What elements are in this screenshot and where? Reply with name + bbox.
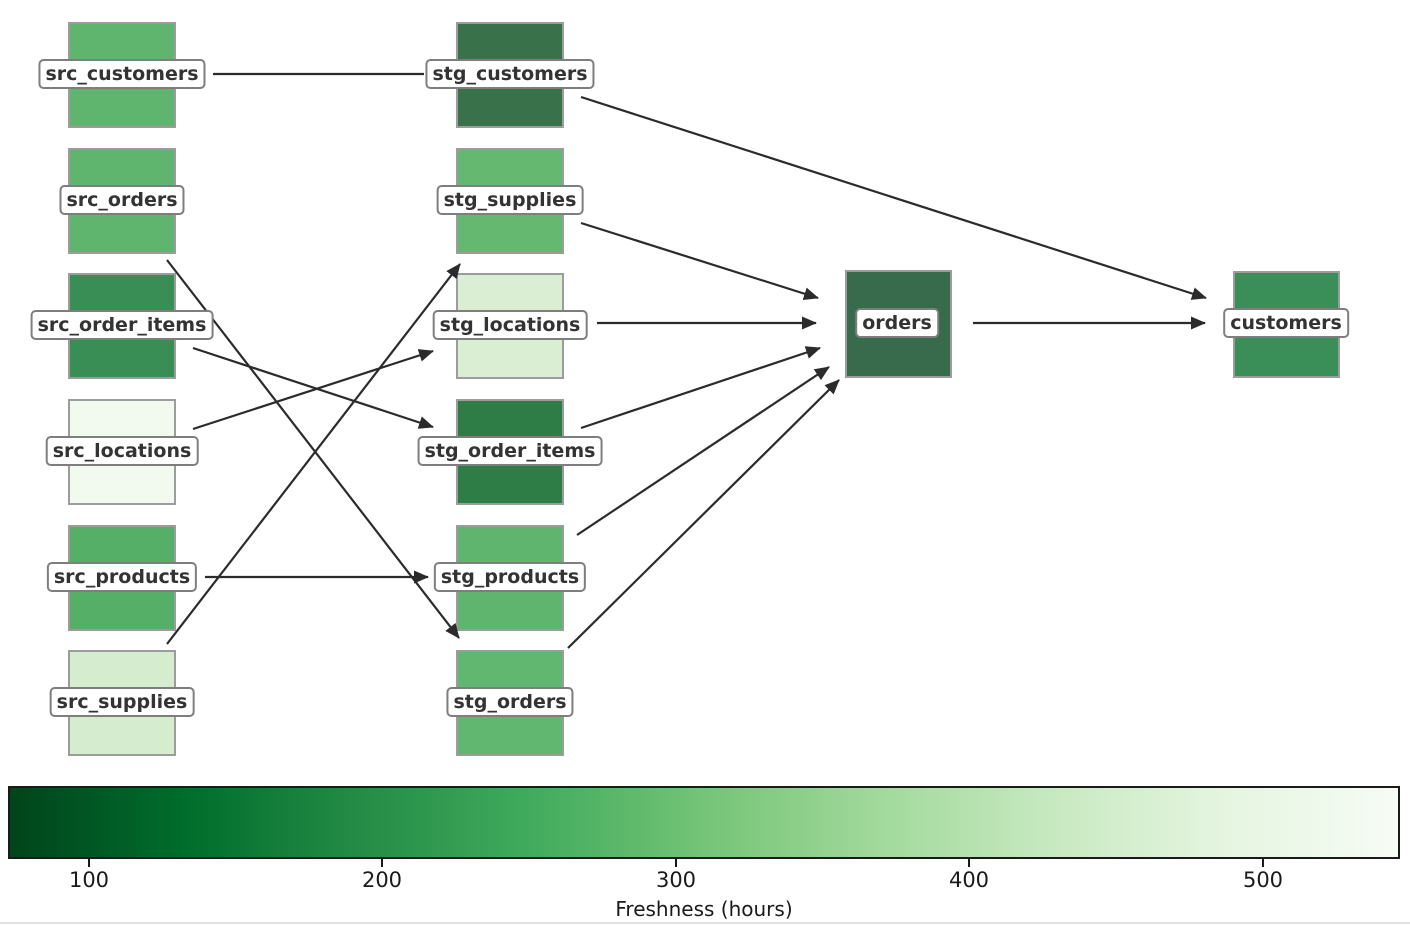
label-src_supplies: src_supplies: [49, 687, 195, 717]
colorbar-ticklabel-200: 200: [361, 868, 403, 892]
colorbar-tick-400: [968, 859, 970, 867]
label-stg_products: stg_products: [433, 562, 587, 592]
label-src_products: src_products: [46, 562, 198, 592]
colorbar-ticklabel-100: 100: [68, 868, 110, 892]
colorbar-tick-100: [88, 859, 90, 867]
colorbar-tick-500: [1262, 859, 1264, 867]
label-orders: orders: [855, 308, 939, 338]
colorbar-ticklabel-500: 500: [1242, 868, 1284, 892]
edge-src_locations-stg_locations: [192, 349, 434, 431]
label-stg_orders: stg_orders: [446, 687, 574, 717]
label-src_customers: src_customers: [38, 59, 206, 89]
label-src_orders: src_orders: [59, 185, 185, 215]
figure-bottom-divider: [0, 922, 1410, 924]
edge-stg_order_items-orders: [580, 346, 821, 430]
label-stg_supplies: stg_supplies: [436, 185, 584, 215]
colorbar-tick-300: [675, 859, 677, 867]
label-stg_locations: stg_locations: [432, 310, 588, 340]
label-customers: customers: [1223, 308, 1349, 338]
colorbar-gradient: [8, 786, 1400, 859]
label-stg_order_items: stg_order_items: [417, 436, 603, 466]
colorbar-ticklabel-400: 400: [948, 868, 990, 892]
colorbar-ticklabel-300: 300: [655, 868, 697, 892]
edge-stg_supplies-orders: [580, 221, 819, 300]
colorbar-tick-200: [381, 859, 383, 867]
label-src_locations: src_locations: [45, 436, 199, 466]
colorbar-axis-label: Freshness (hours): [615, 897, 793, 921]
edge-stg_customers-customers: [580, 95, 1207, 300]
edge-stg_orders-orders: [567, 379, 840, 649]
edge-stg_products-orders: [576, 366, 830, 536]
label-stg_customers: stg_customers: [425, 59, 595, 89]
edge-src_orders-stg_orders: [166, 259, 460, 639]
label-src_order_items: src_order_items: [30, 310, 214, 340]
edge-src_order_items-stg_order_items: [192, 346, 434, 429]
edge-src_supplies-stg_supplies: [166, 263, 461, 645]
